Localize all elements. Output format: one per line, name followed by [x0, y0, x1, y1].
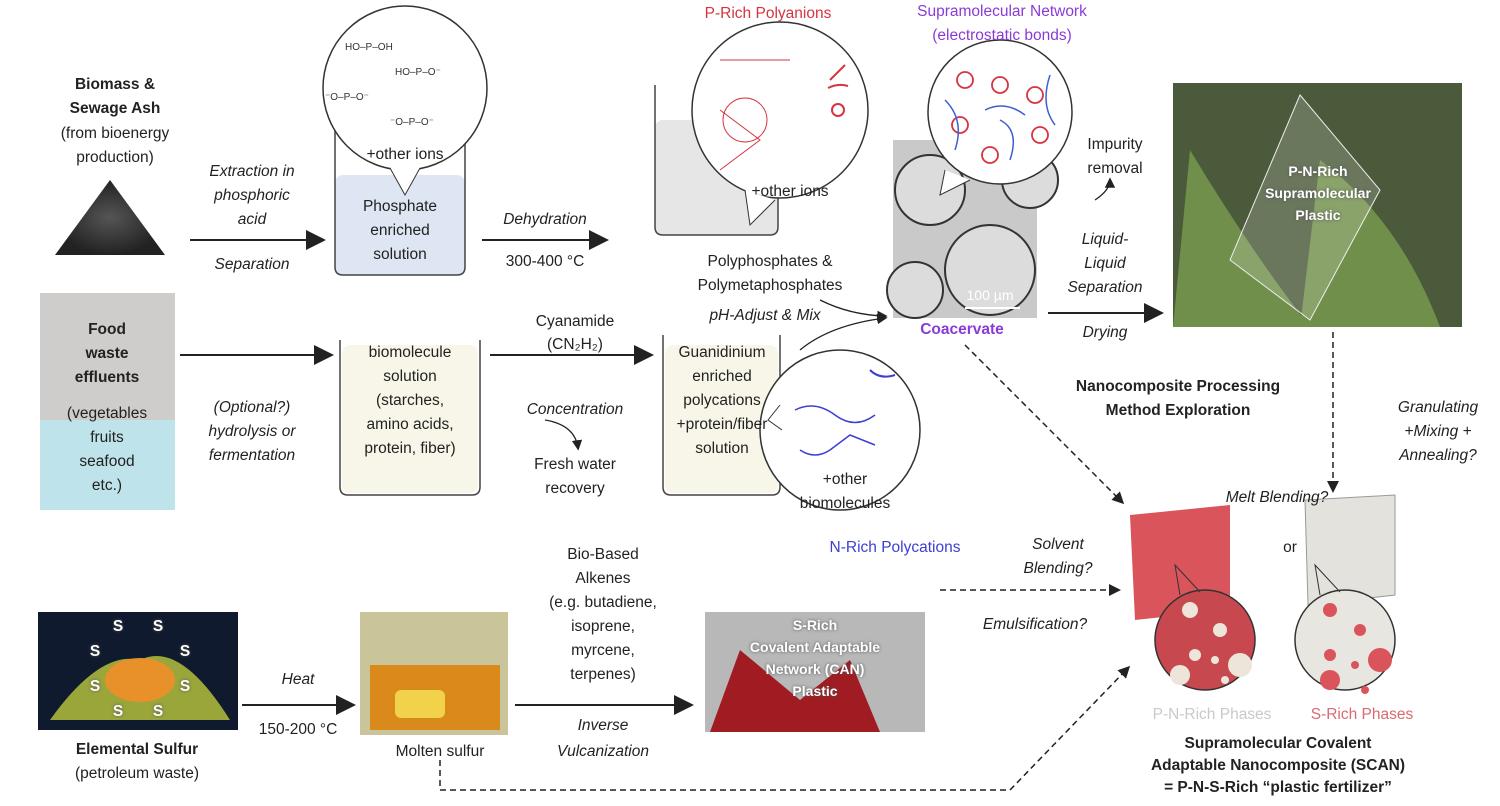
ph-adjust-label: pH-Adjust & Mix — [709, 307, 821, 324]
s-rich-phases-label: S-Rich Phases — [1310, 706, 1414, 723]
dehydration-label: Dehydration — [503, 211, 587, 228]
guanidinium-beaker — [662, 335, 781, 496]
other-ions-label: +other ions — [366, 146, 444, 163]
dehydration-temp: 300-400 °C — [505, 253, 585, 270]
svg-text:HO–P–OH: HO–P–OH — [345, 42, 393, 53]
elemental-sulfur-note: (petroleum waste) — [74, 765, 200, 782]
cyanamide-formula: (CN₂H₂) — [547, 336, 603, 353]
heat-label: Heat — [281, 671, 315, 688]
emulsification-arrow — [439, 665, 1131, 791]
s-rich-panel — [1304, 494, 1396, 606]
n-rich-title: N-Rich Polycations — [829, 539, 961, 556]
melt-blending-label: Melt Blending? — [1225, 489, 1329, 506]
network-zoom-circle — [927, 39, 1073, 185]
coacervate-label: Coacervate — [920, 321, 1004, 338]
pn-rich-phases-label: P-N-Rich Phases — [1152, 706, 1272, 723]
phosphate-beaker — [335, 175, 465, 275]
polyphosphates-label: Polyphosphates &Polymetaphosphates — [697, 253, 843, 294]
svg-text:⁻O–P–O⁻: ⁻O–P–O⁻ — [390, 117, 434, 128]
cyanamide-label: Cyanamide — [535, 313, 615, 330]
molten-sulfur-label: Molten sulfur — [395, 743, 485, 760]
svg-text:HO–P–O⁻: HO–P–O⁻ — [395, 67, 441, 78]
elemental-sulfur-title: Elemental Sulfur — [75, 741, 199, 758]
other-ions-label-2: +other ions — [751, 183, 829, 200]
polyanion-zoom-circle — [691, 21, 869, 199]
separation-label: Separation — [214, 256, 290, 273]
scale-bar-label: 100 µm — [966, 287, 1014, 303]
biomolecule-beaker — [339, 340, 481, 496]
melt-blending-arrow — [964, 344, 1125, 505]
s-rich-phase-circle — [1294, 589, 1396, 691]
granulating-label: Granulating+Mixing +Annealing? — [1397, 399, 1479, 464]
biomass-title: Biomass &Sewage Ash — [69, 76, 161, 117]
p-rich-title: P-Rich Polyanions — [704, 5, 832, 22]
concentration-label: Concentration — [526, 401, 624, 418]
network-title: Supramolecular Network(electrostatic bon… — [917, 3, 1087, 44]
ash-pile-image — [55, 180, 165, 255]
heat-temp: 150-200 °C — [258, 721, 338, 738]
or-label: or — [1283, 539, 1297, 556]
svg-text:⁻O–P–O⁻: ⁻O–P–O⁻ — [325, 92, 369, 103]
drying-label: Drying — [1082, 324, 1128, 341]
polyphosphate-beaker — [654, 85, 779, 236]
emulsification-label: Emulsification? — [982, 616, 1088, 633]
polycation-zoom-circle — [759, 349, 921, 511]
